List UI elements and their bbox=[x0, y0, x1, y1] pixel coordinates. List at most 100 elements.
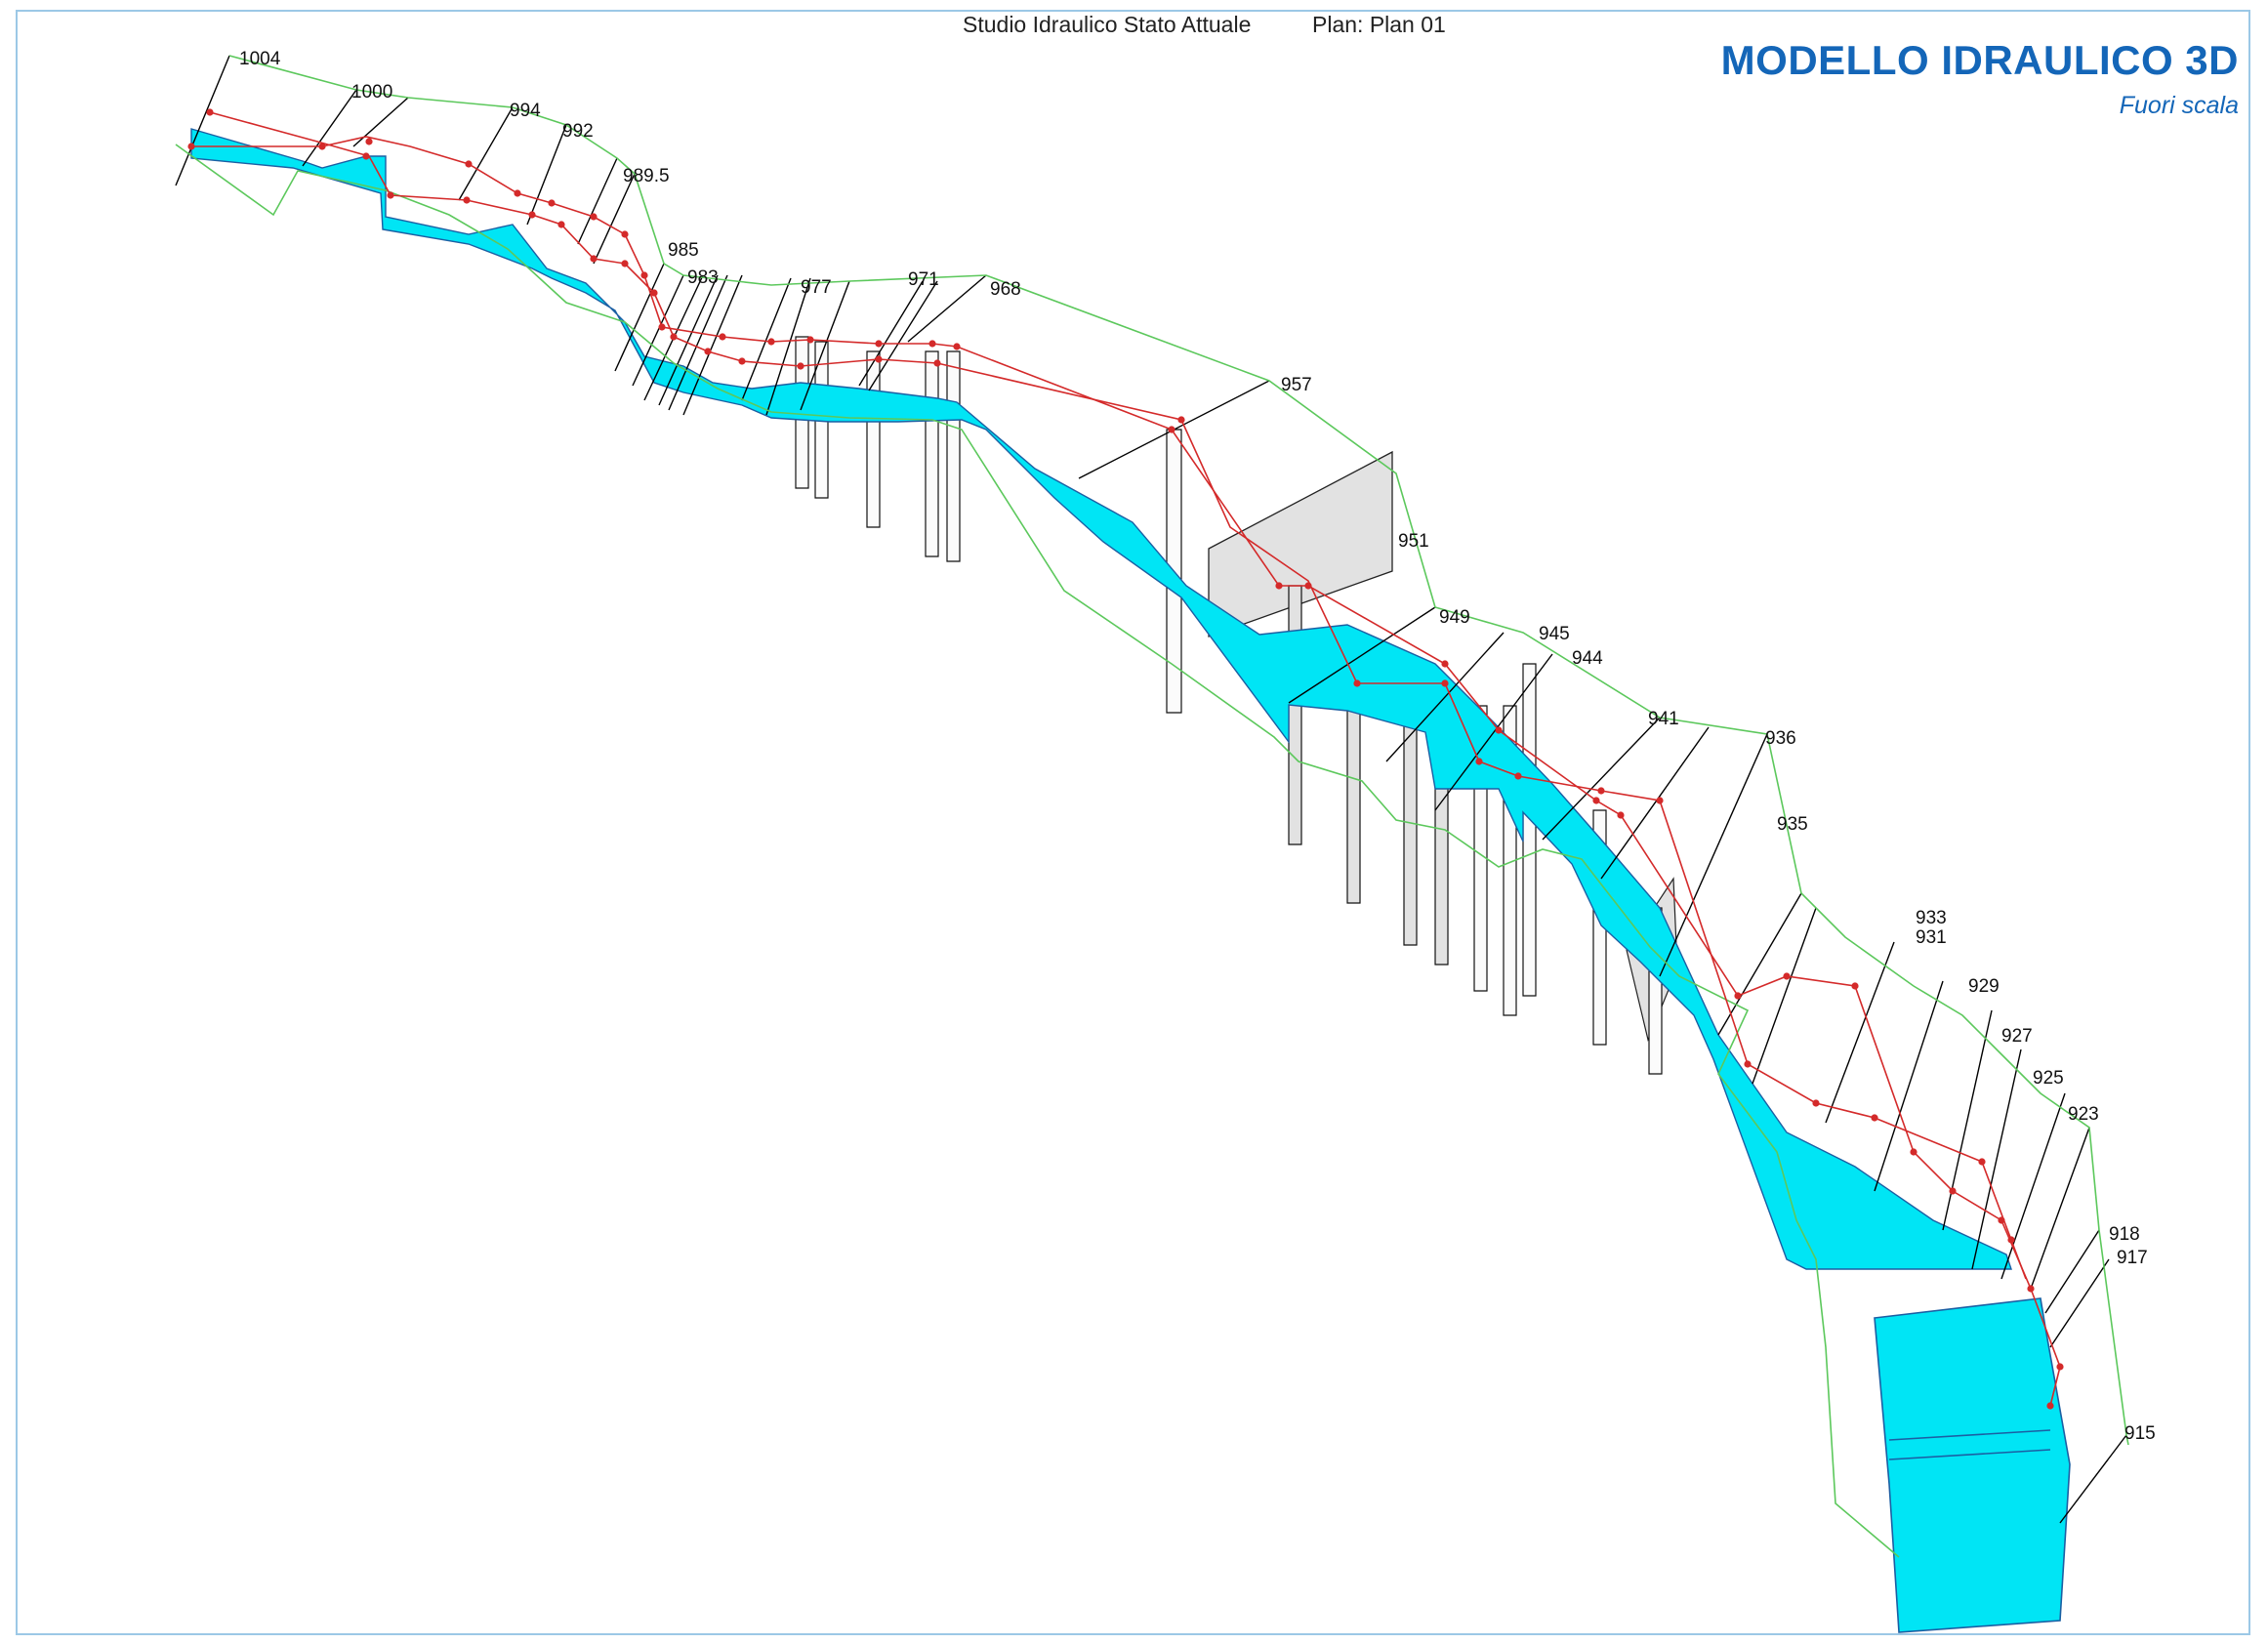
cross-section-line bbox=[1874, 980, 1944, 1192]
bank-point-layer bbox=[187, 108, 2064, 1410]
cross-section-line bbox=[1542, 717, 1661, 841]
water-surface-upper bbox=[190, 128, 2012, 1270]
bank-point bbox=[1744, 1060, 1752, 1068]
pier bbox=[946, 350, 961, 562]
cross-section-line bbox=[868, 280, 938, 391]
bank-point bbox=[206, 108, 214, 116]
cross-section-line bbox=[2030, 1127, 2090, 1290]
bank-point bbox=[1910, 1148, 1917, 1156]
cross-section-line bbox=[2000, 1092, 2066, 1280]
cross-section-line bbox=[1825, 941, 1895, 1124]
bank-point bbox=[1514, 772, 1522, 780]
bank-point bbox=[590, 255, 598, 263]
pier bbox=[1522, 663, 1537, 997]
cross-section-line bbox=[858, 280, 924, 387]
cross-section-line bbox=[765, 277, 811, 416]
station-label: 929 bbox=[1968, 976, 2000, 997]
bank-point bbox=[1656, 797, 1664, 804]
bank-point bbox=[928, 340, 936, 348]
cross-section-line bbox=[352, 97, 409, 147]
brand-block: MODELLO IDRAULICO 3D Fuori scala bbox=[1721, 37, 2239, 120]
bank-point bbox=[187, 143, 195, 150]
bank-point bbox=[590, 213, 598, 221]
cross-section-layer bbox=[175, 55, 2127, 1524]
bank-point bbox=[318, 143, 326, 150]
bank-point bbox=[1734, 992, 1742, 1000]
bank-point bbox=[1871, 1114, 1878, 1122]
station-label: 957 bbox=[1281, 375, 1312, 395]
station-label: 944 bbox=[1572, 648, 1603, 669]
bank-point bbox=[1177, 416, 1185, 424]
station-label: 941 bbox=[1648, 709, 1679, 729]
station-label: 935 bbox=[1777, 814, 1808, 835]
bank-point bbox=[1597, 787, 1605, 795]
bank-point bbox=[1998, 1216, 2005, 1224]
bank-point bbox=[738, 357, 746, 365]
bank-point bbox=[1495, 726, 1503, 734]
cross-section-line bbox=[2059, 1434, 2127, 1524]
bank-point bbox=[548, 199, 556, 207]
station-label: 994 bbox=[510, 101, 541, 121]
plot-header: Studio Idraulico Stato Attuale Plan: Pla… bbox=[0, 12, 2268, 51]
cross-section-line bbox=[2049, 1258, 2110, 1348]
cross-section-line bbox=[741, 277, 792, 401]
bank-point bbox=[2046, 1402, 2054, 1410]
brand-title: MODELLO IDRAULICO 3D bbox=[1720, 37, 2239, 83]
cross-section-line bbox=[1971, 1048, 2022, 1270]
station-label: 1004 bbox=[239, 49, 281, 69]
bank-point bbox=[1592, 797, 1600, 804]
cross-section-line bbox=[593, 173, 636, 265]
bank-point bbox=[1441, 679, 1449, 687]
station-label: 992 bbox=[562, 121, 594, 142]
station-label: 945 bbox=[1539, 624, 1570, 644]
structure-layer bbox=[795, 336, 1678, 1075]
station-label: 971 bbox=[908, 269, 939, 290]
bank-point bbox=[875, 340, 883, 348]
water-break-line bbox=[1888, 1429, 2051, 1441]
pier bbox=[1346, 682, 1361, 904]
pier bbox=[1403, 694, 1418, 946]
station-label: 923 bbox=[2068, 1104, 2099, 1125]
bank-point bbox=[362, 152, 370, 160]
cross-section-line bbox=[1385, 632, 1505, 762]
bank-point bbox=[463, 196, 471, 204]
water-surface-outlet bbox=[1874, 1297, 2071, 1633]
cross-section-line bbox=[1717, 892, 1802, 1036]
bank-point bbox=[528, 211, 536, 219]
cross-section-line bbox=[1752, 907, 1817, 1085]
bank-point bbox=[650, 289, 658, 297]
bank-point bbox=[1851, 982, 1859, 990]
station-label: 918 bbox=[2109, 1224, 2140, 1245]
pier bbox=[1288, 585, 1302, 845]
bank-point bbox=[806, 336, 814, 344]
bank-point bbox=[621, 230, 629, 238]
station-label: 931 bbox=[1916, 927, 1947, 948]
bank-point bbox=[365, 138, 373, 145]
water-break-line bbox=[1888, 1449, 2051, 1460]
station-label: 977 bbox=[801, 277, 832, 298]
bank-point bbox=[1275, 582, 1283, 590]
station-label: 1000 bbox=[351, 82, 392, 103]
bank-point bbox=[670, 333, 678, 341]
bank-point bbox=[704, 348, 712, 355]
bank-point bbox=[719, 333, 726, 341]
bank-point bbox=[1949, 1187, 1957, 1195]
pier bbox=[925, 350, 939, 557]
bank-point bbox=[1812, 1099, 1820, 1107]
brand-subtitle: Fuori scala bbox=[2119, 92, 2239, 119]
station-label: 933 bbox=[1916, 908, 1947, 928]
bank-point bbox=[1617, 811, 1625, 819]
bank-point bbox=[797, 362, 804, 370]
station-label: 968 bbox=[990, 279, 1021, 300]
station-label: 985 bbox=[668, 240, 699, 261]
cross-section-line bbox=[1434, 653, 1553, 811]
right-overbank-line bbox=[175, 144, 1900, 1558]
cross-section-line bbox=[668, 274, 728, 411]
bank-line-layer bbox=[175, 55, 2129, 1558]
cross-section-line bbox=[526, 124, 567, 226]
cross-section-line bbox=[1659, 733, 1768, 977]
bank-point bbox=[557, 221, 565, 228]
plan-label: Plan: Plan 01 bbox=[1312, 12, 1446, 37]
station-label: 927 bbox=[2001, 1026, 2033, 1047]
station-label: 915 bbox=[2124, 1423, 2156, 1444]
